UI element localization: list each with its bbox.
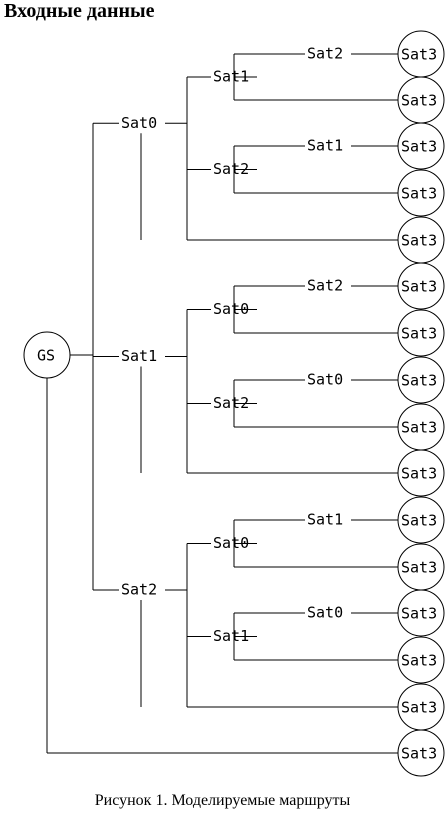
leaf-node-label: Sat3 (401, 512, 437, 530)
leaf-node-label: Sat3 (401, 372, 437, 390)
node-label-sat2: Sat2 (307, 277, 343, 295)
leaf-node-label: Sat3 (401, 559, 437, 577)
leaf-node-label: Sat3 (401, 465, 437, 483)
leaf-node-circle (397, 729, 445, 777)
leaf-node-label: Sat3 (401, 185, 437, 203)
figure-caption: Рисунок 1. Моделируемые маршруты (94, 792, 351, 809)
leaf-node-label: Sat3 (401, 699, 437, 717)
leaf-node-circle (397, 356, 445, 404)
leaf-node-label: Sat3 (401, 278, 437, 296)
leaf-node-circle (397, 589, 445, 637)
node-label-sat2: Sat2 (307, 45, 343, 63)
leaf-node-circle (397, 636, 445, 684)
leaf-node-label: Sat3 (401, 46, 437, 64)
node-label-sat2: Sat2 (213, 394, 249, 412)
leaf-node-label: Sat3 (401, 419, 437, 437)
leaf-node-circle (397, 496, 445, 544)
node-label-sat2: Sat2 (121, 581, 157, 599)
leaf-node-label: Sat3 (401, 138, 437, 156)
node-label-sat2: Sat2 (213, 160, 249, 178)
node-label-sat0: Sat0 (307, 371, 343, 389)
root-node-label: GS (37, 347, 55, 365)
leaf-node-circle (397, 122, 445, 170)
node-label-sat0: Sat0 (121, 114, 157, 132)
leaf-node-label: Sat3 (401, 652, 437, 670)
node-label-sat1: Sat1 (307, 511, 343, 529)
leaf-node-circle (397, 449, 445, 497)
node-label-sat0: Sat0 (213, 300, 249, 318)
node-label-sat1: Sat1 (121, 347, 157, 365)
leaf-node-label: Sat3 (401, 325, 437, 343)
node-label-sat1: Sat1 (307, 137, 343, 155)
node-label-sat1: Sat1 (213, 68, 249, 86)
leaf-node-label: Sat3 (401, 745, 437, 763)
node-label-sat0: Sat0 (307, 604, 343, 622)
node-label-sat0: Sat0 (213, 534, 249, 552)
leaf-node-label: Sat3 (401, 232, 437, 250)
leaf-node-circle (397, 309, 445, 357)
diagram-heading: Входные данные (4, 0, 155, 22)
leaf-node-label: Sat3 (401, 605, 437, 623)
leaf-node-label: Sat3 (401, 92, 437, 110)
leaf-node-circle (397, 169, 445, 217)
leaf-node-circle (397, 262, 445, 310)
node-label-sat1: Sat1 (213, 627, 249, 645)
